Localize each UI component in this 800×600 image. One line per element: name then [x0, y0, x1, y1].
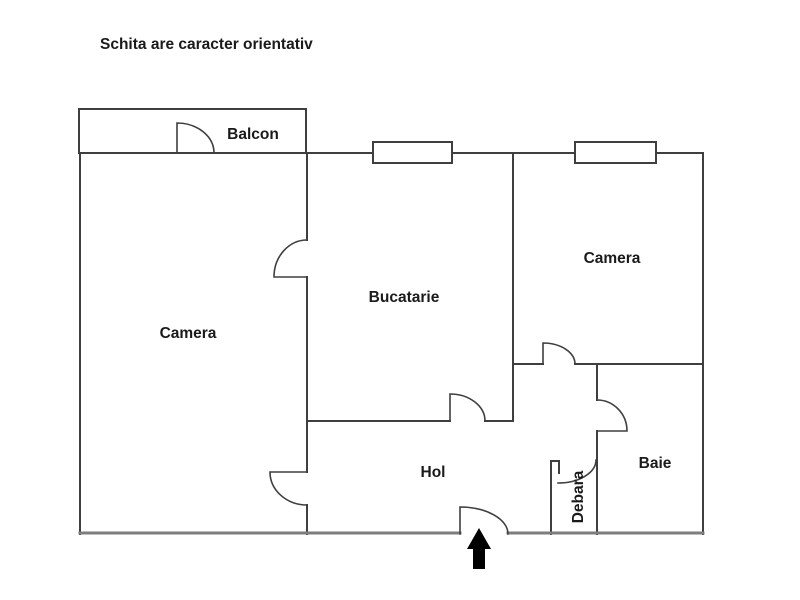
- camera-left-kitchen-door: [273, 239, 308, 278]
- bathroom-label: Baie: [639, 455, 672, 472]
- kitchen-hall-door: [449, 393, 486, 422]
- walls: [78, 108, 704, 535]
- page-title: Schita are caracter orientativ: [100, 36, 313, 53]
- camera-right-label: Camera: [584, 250, 641, 267]
- kitchen-label: Bucatarie: [369, 289, 440, 306]
- entrance-arrow-icon: [467, 528, 491, 569]
- windows: [372, 141, 657, 164]
- balcony-label: Balcon: [227, 126, 279, 143]
- storage-door: [557, 459, 597, 484]
- camera-left-label: Camera: [160, 325, 217, 342]
- room-labels: Balcon Camera Bucatarie Camera Hol Baie …: [160, 126, 672, 523]
- camera-left-hall-door: [269, 471, 308, 506]
- camera-right-hall-door: [542, 342, 576, 365]
- doors: [176, 122, 628, 535]
- kitchen-window: [372, 141, 453, 164]
- storage-walls: [550, 460, 560, 535]
- camera-right-window: [574, 141, 657, 164]
- storage-label: Debara: [570, 470, 587, 523]
- hall-label: Hol: [421, 464, 446, 481]
- balcony-door: [176, 122, 215, 154]
- entrance-door: [459, 506, 509, 535]
- balcony-outline: [78, 108, 307, 154]
- bathroom-door: [596, 399, 628, 432]
